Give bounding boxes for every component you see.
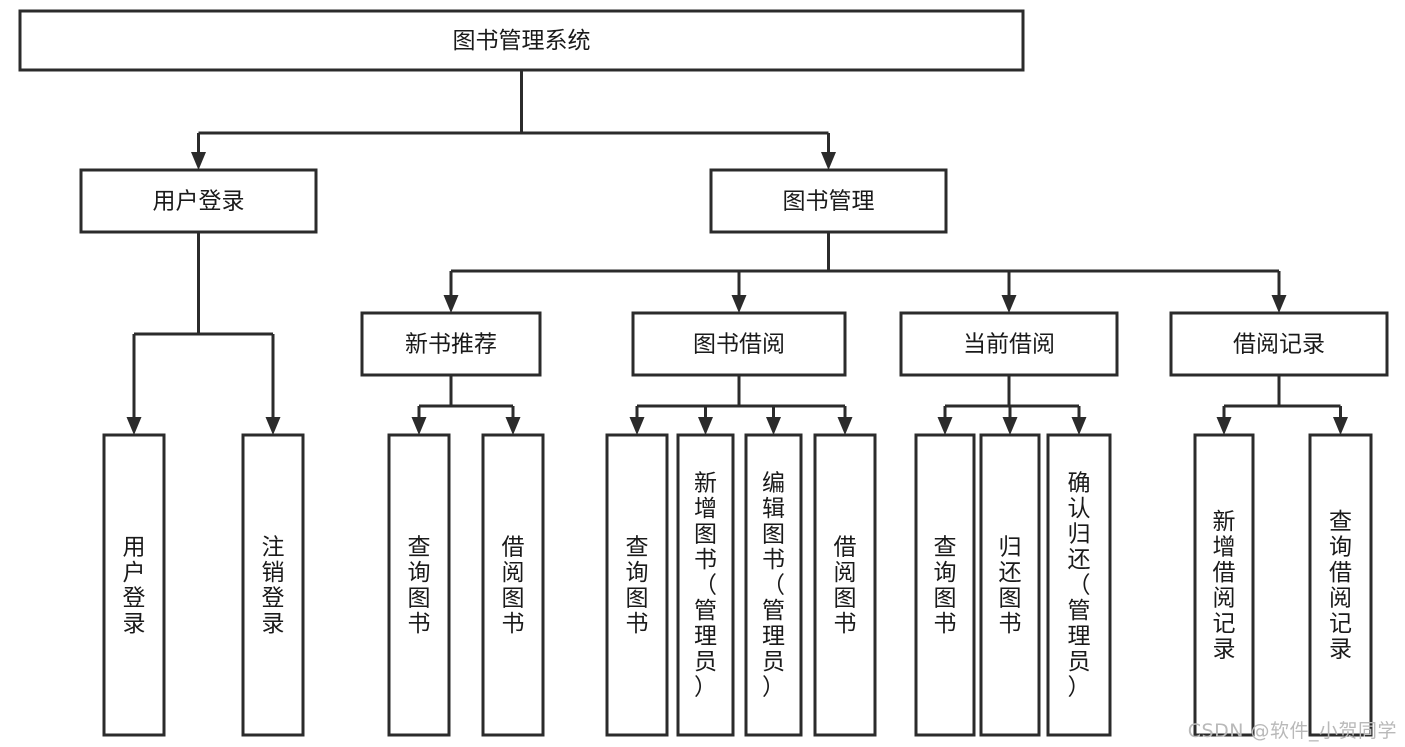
leaf-node-leaf-confirm-return[interactable]: 确认归还（管理员）	[1046, 433, 1112, 737]
node-label: 新增图书（管理员）	[694, 471, 717, 701]
arrow-head-icon	[1002, 417, 1018, 435]
arrow-head-icon	[937, 417, 953, 435]
arrow-head-icon	[191, 152, 206, 170]
arrow-head-icon	[821, 152, 836, 170]
node-label: 图书管理系统	[453, 28, 591, 54]
leaf-node-leaf-add-book[interactable]: 新增图书（管理员）	[676, 433, 735, 737]
node-label: 用户登录	[153, 189, 245, 215]
arrow-head-icon	[1216, 417, 1232, 435]
arrow-head-icon	[1271, 295, 1287, 313]
node-label: 查询图书	[408, 534, 431, 637]
leaf-node-leaf-user-login[interactable]: 用户登录	[102, 433, 166, 737]
level2-node-book-manage[interactable]: 图书管理	[709, 168, 948, 234]
arrow-head-icon	[505, 417, 521, 435]
node-label: 当前借阅	[963, 332, 1055, 358]
node-label: 注销登录	[262, 534, 285, 637]
leaf-node-leaf-borrow-book-2[interactable]: 借阅图书	[813, 433, 877, 737]
root-node-system[interactable]: 图书管理系统	[18, 9, 1025, 72]
leaf-node-leaf-query-book-1[interactable]: 查询图书	[387, 433, 451, 737]
node-label: 新增借阅记录	[1213, 509, 1236, 663]
leaf-node-leaf-return-book[interactable]: 归还图书	[979, 433, 1041, 737]
node-label: 确认归还（管理员）	[1068, 471, 1091, 701]
leaf-node-leaf-query-book-3[interactable]: 查询图书	[914, 433, 976, 737]
node-label: 借阅图书	[834, 534, 857, 637]
node-label: 图书借阅	[693, 332, 785, 358]
arrow-head-icon	[1001, 295, 1017, 313]
node-label: 归还图书	[999, 534, 1022, 637]
connector-layer	[126, 70, 1348, 435]
arrow-head-icon	[837, 417, 853, 435]
arrow-head-icon	[731, 295, 747, 313]
arrow-head-icon	[766, 417, 781, 435]
node-label: 用户登录	[123, 534, 146, 637]
level3-node-book-borrow[interactable]: 图书借阅	[631, 311, 847, 377]
node-label: 借阅图书	[502, 534, 525, 637]
arrow-head-icon	[629, 417, 645, 435]
node-layer: 图书管理系统用户登录图书管理新书推荐图书借阅当前借阅借阅记录用户登录注销登录查询…	[18, 9, 1389, 737]
node-label: 查询图书	[626, 534, 649, 637]
leaf-node-leaf-edit-book[interactable]: 编辑图书（管理员）	[744, 433, 803, 737]
level2-node-user-login[interactable]: 用户登录	[79, 168, 318, 234]
arrow-head-icon	[411, 417, 427, 435]
node-label: 编辑图书（管理员）	[762, 471, 785, 701]
leaf-node-leaf-query-record[interactable]: 查询借阅记录	[1308, 433, 1373, 737]
level3-node-new-book-rec[interactable]: 新书推荐	[360, 311, 542, 377]
node-label: 查询图书	[934, 534, 957, 637]
node-label: 新书推荐	[405, 332, 497, 358]
leaf-node-leaf-add-record[interactable]: 新增借阅记录	[1193, 433, 1255, 737]
arrow-head-icon	[1333, 417, 1348, 435]
arrow-head-icon	[265, 417, 281, 435]
node-label: 借阅记录	[1233, 332, 1325, 358]
level3-node-borrow-record[interactable]: 借阅记录	[1169, 311, 1389, 377]
leaf-node-leaf-borrow-book-1[interactable]: 借阅图书	[481, 433, 545, 737]
node-label: 图书管理	[783, 189, 875, 215]
node-label: 查询借阅记录	[1329, 509, 1352, 663]
arrow-head-icon	[126, 417, 142, 435]
arrow-head-icon	[1071, 417, 1087, 435]
leaf-node-leaf-query-book-2[interactable]: 查询图书	[605, 433, 669, 737]
arrow-head-icon	[698, 417, 713, 435]
csdn-watermark: CSDN @软件_小贺同学	[1187, 720, 1397, 742]
level3-node-current-borrow[interactable]: 当前借阅	[899, 311, 1119, 377]
arrow-head-icon	[443, 295, 459, 313]
leaf-node-leaf-user-logout[interactable]: 注销登录	[241, 433, 305, 737]
